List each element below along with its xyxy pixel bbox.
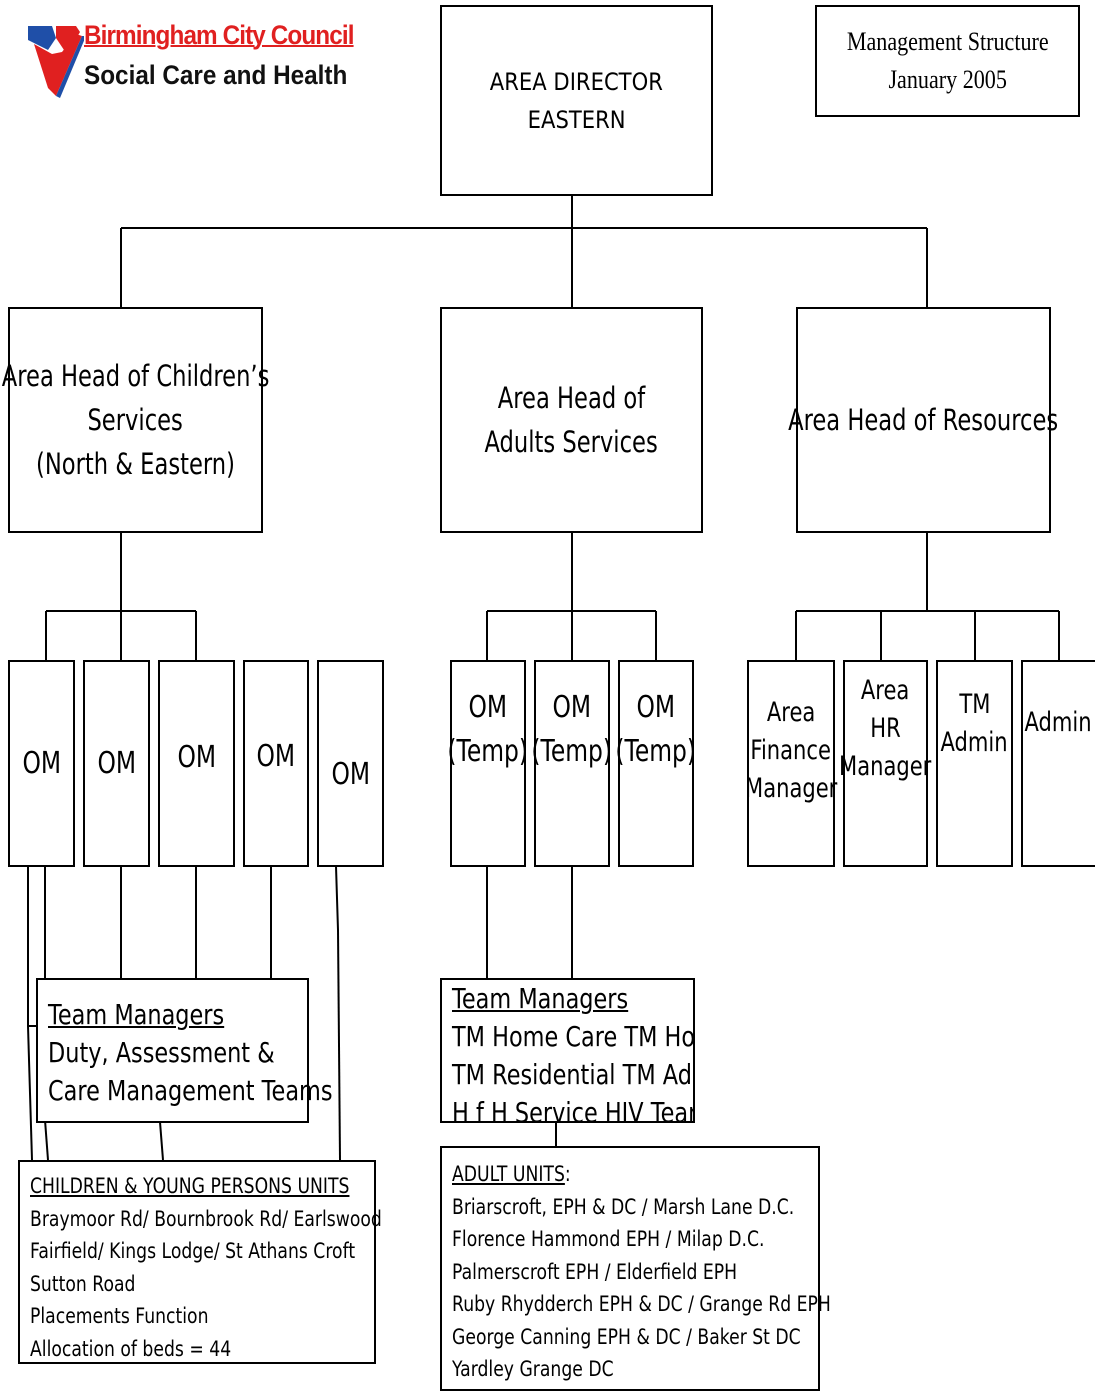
council-logo: Birmingham City Council Social Care and … [26,18,354,103]
adult-om-box-1: OM (Temp) [447,660,529,867]
children-om-box-2: OM [83,660,150,867]
admin-box: Admin [1021,660,1095,867]
children-head-line-1: Area Head of Children’s [1,359,270,393]
finance-line-1: Area [766,697,816,728]
adult-om-line-1: OM [552,690,592,725]
adult-om-line-2: (Temp) [447,734,529,769]
om-label: OM [22,745,61,781]
om-label: OM [331,756,370,792]
director-line-1: AREA DIRECTOR [489,67,664,96]
hr-line-3: Manager [839,751,932,782]
children-services-head-box: Area Head of Children’s Services (North … [2,307,269,533]
children-tm-line-1: Duty, Assessment & [48,1036,275,1069]
adult-unit-line: Briarscroft, EPH & DC / Marsh Lane D.C. [452,1194,795,1219]
tm-admin-line-2: Admin [940,727,1009,758]
adult-om-line-1: OM [468,690,508,725]
adult-team-managers-box: Team Managers TM Home Care TM Hospital T… [440,978,695,1123]
adult-units-heading: ADULT UNITS [452,1162,565,1186]
adults-services-head-box: Area Head of Adults Services [440,307,703,533]
om-label: OM [256,738,296,774]
area-hr-manager-box: Area HR Manager [839,660,932,867]
children-tm-line-2: Care Management Teams [48,1074,333,1107]
tm-admin-line-1: TM [958,689,991,720]
om-label: OM [177,739,216,775]
director-line-2: EASTERN [527,105,626,134]
adult-tm-line-2: TM Residential TM Adult [452,1058,695,1091]
children-om-box-5: OM [317,660,384,867]
adult-unit-line: Palmerscroft EPH / Elderfield EPH [452,1259,738,1284]
adult-tm-line-3: H f H Service HIV Team [452,1096,695,1123]
adult-om-box-2: OM (Temp) [531,660,613,867]
adult-om-box-3: OM (Temp) [615,660,697,867]
children-om-box-3: OM [158,660,235,867]
adult-units-heading-suffix: : [564,1162,571,1186]
area-finance-manager-box: Area Finance Manager [744,660,838,867]
resources-head-line-1: Area Head of Resources [788,403,1059,437]
children-om-box-4: OM [243,660,309,867]
children-tm-heading: Team Managers [48,998,225,1031]
finance-line-2: Finance [750,735,832,766]
adult-unit-line: Yardley Grange DC [452,1357,614,1381]
title-line-2: January 2005 [888,65,1007,94]
adult-unit-line: Ruby Rhydderch EPH & DC / Grange Rd EPH [452,1292,831,1316]
children-om-box-1: OM [8,660,75,867]
management-structure-box: Management Structure January 2005 [815,5,1080,117]
adult-tm-heading: Team Managers [452,982,629,1015]
department-name: Social Care and Health [84,60,348,90]
adult-unit-line: Florence Hammond EPH / Milap D.C. [452,1227,765,1251]
adult-om-line-2: (Temp) [531,734,613,769]
finance-line-3: Manager [744,773,838,804]
children-young-persons-units-box: CHILDREN & YOUNG PERSONS UNITS Braymoor … [18,1160,382,1364]
resources-head-box: Area Head of Resources [788,307,1059,533]
adult-om-line-1: OM [636,690,676,725]
admin-line-1: Admin [1024,707,1092,738]
children-head-line-3: (North & Eastern) [36,447,235,481]
children-units-heading: CHILDREN & YOUNG PERSONS UNITS [30,1174,350,1198]
adult-tm-line-1: TM Home Care TM Hospital [452,1020,695,1053]
title-line-1: Management Structure [846,27,1049,56]
children-team-managers-box: Team Managers Duty, Assessment & Care Ma… [36,978,333,1123]
adults-head-line-2: Adults Services [484,425,659,459]
hr-line-1: Area [861,675,910,706]
area-director-box: AREA DIRECTOR EASTERN [440,5,713,196]
children-unit-line: Braymoor Rd/ Bournbrook Rd/ Earlswood [30,1206,382,1231]
om-label: OM [97,745,136,781]
adult-units-box: ADULT UNITS: Briarscroft, EPH & DC / Mar… [440,1146,831,1391]
children-head-line-2: Services [87,403,184,437]
adult-unit-line: George Canning EPH & DC / Baker St DC [452,1324,801,1349]
children-unit-line: Allocation of beds = 44 [30,1336,232,1361]
council-logo-emblem [28,26,84,98]
hr-line-2: HR [870,713,901,744]
adults-head-line-1: Area Head of [497,381,646,415]
council-name: Birmingham City Council [84,20,354,50]
children-unit-line: Sutton Road [30,1271,136,1296]
adult-om-line-2: (Temp) [615,734,697,769]
adult-units-heading-row: ADULT UNITS: [452,1158,752,1191]
tm-admin-box: TM Admin [936,660,1013,867]
children-unit-line: Fairfield/ Kings Lodge/ St Athans Croft [30,1239,356,1263]
children-unit-line: Placements Function [30,1304,209,1328]
